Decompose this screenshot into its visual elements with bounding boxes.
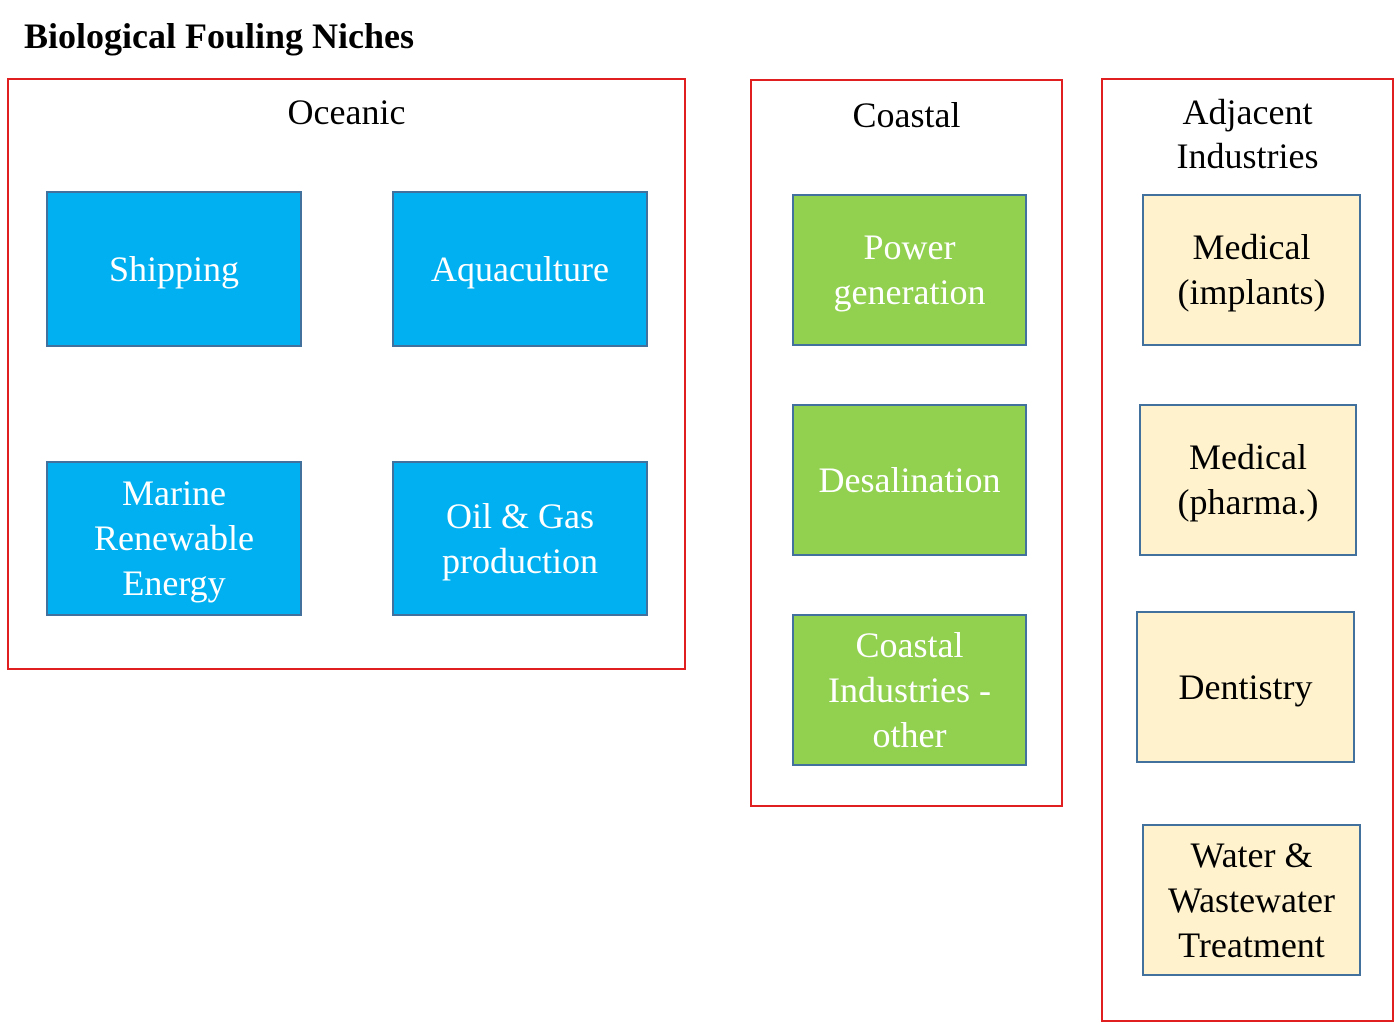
group-coastal-label: Coastal — [852, 95, 961, 135]
node-oil-gas-production: Oil & Gas production — [392, 461, 648, 616]
node-dentistry: Dentistry — [1136, 611, 1355, 763]
node-marine-renewable-energy: Marine Renewable Energy — [46, 461, 302, 616]
node-power-generation: Power generation — [792, 194, 1027, 346]
node-water-wastewater-treatment: Water & Wastewater Treatment — [1142, 824, 1361, 976]
node-desalination: Desalination — [792, 404, 1027, 556]
diagram-title: Biological Fouling Niches — [24, 16, 415, 56]
group-oceanic-label: Oceanic — [287, 92, 406, 132]
group-adjacent-industries-label: Adjacent Industries — [1176, 92, 1319, 176]
node-aquaculture: Aquaculture — [392, 191, 648, 347]
node-coastal-industries-other: Coastal Industries - other — [792, 614, 1027, 766]
node-shipping: Shipping — [46, 191, 302, 347]
node-medical-implants: Medical (implants) — [1142, 194, 1361, 346]
node-medical-pharma: Medical (pharma.) — [1139, 404, 1357, 556]
